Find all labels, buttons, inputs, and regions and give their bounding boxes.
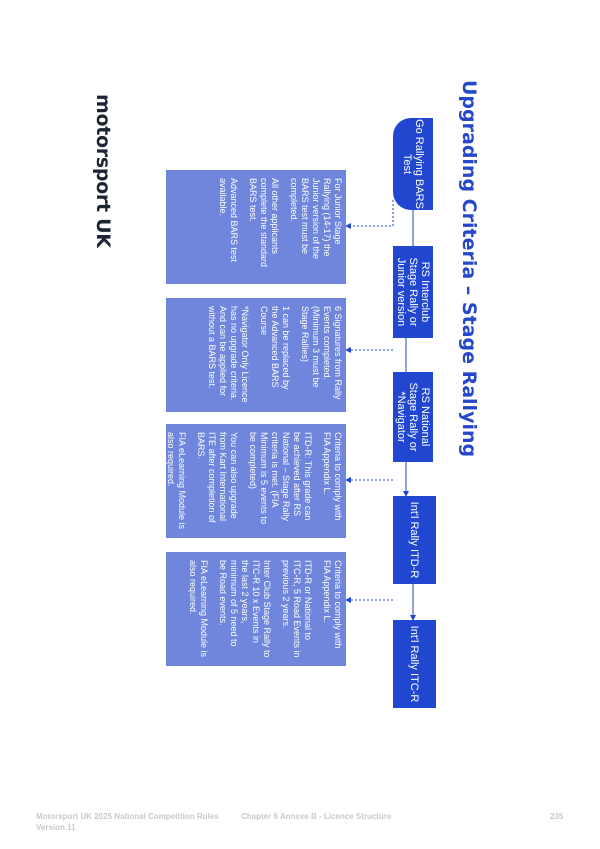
criteria-box-4: Criteria to comply with FIA Appendix L. … (166, 552, 346, 666)
dash-1 (345, 200, 394, 229)
criteria-text: FIA eLearning Module is also required. (188, 560, 209, 658)
criteria-text: Criteria to comply with FIA Appendix L. (322, 560, 343, 649)
stage-label: RS National Stage Rally or *Navigator (395, 382, 431, 452)
stage-box-2: RS Interclub Stage Rally or Junior versi… (393, 246, 433, 338)
logo-text: motorsport UK (92, 94, 114, 248)
stage-box-5: Int'l Rally ITC-R (393, 620, 436, 708)
criteria-text: ITD-R or National to ITC-R, 5 Road Event… (281, 560, 313, 658)
criteria-text: 1 can be replaced by the Advanced BARS C… (259, 306, 291, 390)
stage-label: RS Interclub Stage Rally or Junior versi… (395, 257, 431, 327)
stage-label: Int'l Rally ITC-R (408, 625, 421, 703)
footer-center: Chapter 6 Annexe B - Licence Structure (241, 812, 392, 821)
criteria-box-2: 6 Signatures from Rally Events completed… (166, 298, 346, 412)
page-number: 235 (550, 812, 564, 821)
criteria-text: 6 Signatures from Rally Events completed… (300, 306, 343, 400)
footer-left: Motorsport UK 2025 National Competition … (36, 812, 219, 821)
criteria-text: *Navigator Only Licence has no upgrade c… (207, 306, 250, 403)
criteria-text: You can also upgrade from Kart Internati… (196, 432, 239, 523)
criteria-box-3: Criteria to comply with FIA Appendix L. … (166, 424, 346, 538)
page-title: Upgrading Criteria – Stage Rallying (458, 80, 480, 458)
stage-box-3: RS National Stage Rally or *Navigator (393, 372, 433, 462)
stage-label: Go Rallying BARS Test (401, 119, 425, 209)
stage-box-1: Go Rallying BARS Test (393, 118, 433, 210)
criteria-text: ITD-R: This grade can be achieved after … (248, 432, 313, 525)
criteria-text: Advanced BARS test available. (218, 178, 239, 263)
criteria-text: All other applicants complete the standa… (248, 178, 280, 268)
criteria-text: For Junior Stage Rallying (14-17) the Ju… (289, 178, 343, 260)
stage-box-4: Int'l Rally ITD-R (393, 496, 436, 584)
criteria-text: Criteria to comply with FIA Appendix L. (322, 432, 343, 521)
footer-version: Version 11 (36, 823, 76, 832)
criteria-text: Inter Club Stage Rally to ITC-R 10 x Eve… (218, 560, 272, 658)
motorsport-uk-logo: motorsport UK (88, 88, 118, 248)
stage-label: Int'l Rally ITD-R (408, 501, 421, 579)
criteria-box-1: For Junior Stage Rallying (14-17) the Ju… (166, 170, 346, 284)
criteria-text: FIA eLearning Module is also required. (166, 432, 187, 530)
